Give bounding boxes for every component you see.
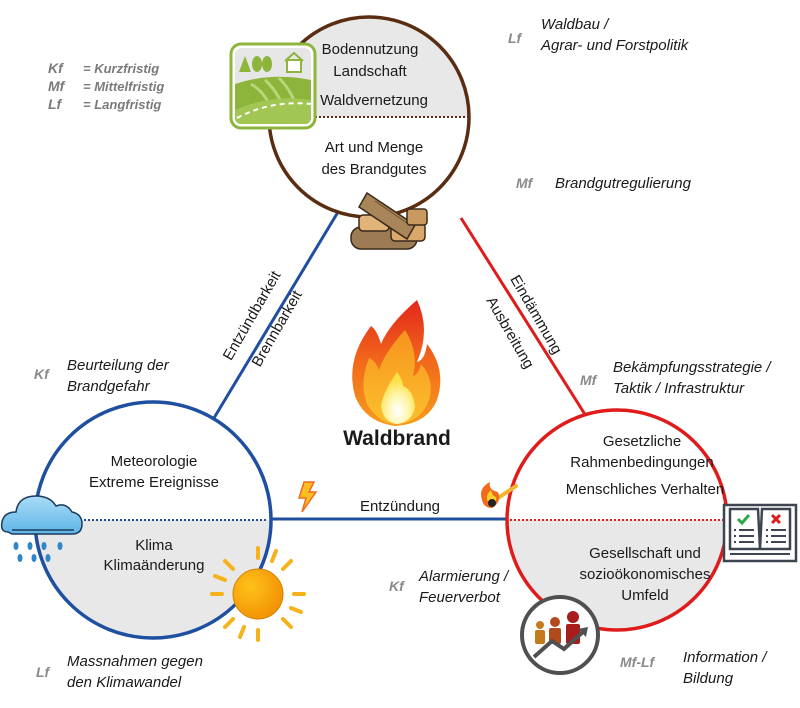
- node-weather-upper-line: Extreme Ereignisse: [89, 474, 219, 491]
- measure-line: den Klimawandel: [67, 674, 182, 691]
- measure-line: Brandgutregulierung: [555, 175, 692, 192]
- measure-klimawandel: Lf Massnahmen gegen den Klimawandel: [36, 653, 203, 691]
- firewood-icon: [350, 191, 428, 250]
- node-fuel-lower-line: Art und Menge: [325, 139, 423, 156]
- measure-brandgut: Mf Brandgutregulierung: [516, 175, 692, 192]
- measure-line: Feuerverbot: [419, 589, 501, 606]
- legend-code: Mf: [48, 78, 66, 94]
- measure-line: Massnahmen gegen: [67, 653, 203, 670]
- node-fuel-upper-extra: Waldvernetzung: [320, 92, 428, 109]
- measure-line: Brandgefahr: [67, 378, 151, 395]
- measure-line: Alarmierung /: [418, 568, 510, 585]
- measure-waldbau: Lf Waldbau / Agrar- und Forstpolitik: [508, 16, 690, 54]
- measure-beurteilung: Kf Beurteilung der Brandgefahr: [34, 357, 170, 395]
- burning-match-icon: [481, 482, 518, 508]
- measure-term-tag: Mf-Lf: [620, 654, 656, 670]
- measure-line: Bekämpfungsstrategie /: [613, 359, 772, 376]
- rulebook-icon: [722, 503, 798, 563]
- flame-icon: [352, 300, 441, 426]
- legend: Kf = Kurzfristig Mf = Mittelfristig Lf =…: [48, 60, 164, 112]
- node-society-lower-line: Gesellschaft und: [589, 545, 701, 562]
- legend-meaning: = Mittelfristig: [83, 79, 164, 94]
- node-society-upper-extra: Menschliches Verhalten: [566, 481, 724, 498]
- node-fuel-upper-line: Bodennutzung: [322, 41, 419, 58]
- node-weather-lower-line: Klima: [135, 537, 173, 554]
- legend-code: Lf: [48, 96, 63, 112]
- measure-term-tag: Kf: [34, 366, 50, 382]
- node-weather-upper-line: Meteorologie: [111, 453, 198, 470]
- measure-bekaempfung: Mf Bekämpfungsstrategie / Taktik / Infra…: [580, 359, 772, 397]
- rain-cloud-icon: [0, 495, 83, 562]
- legend-meaning: = Langfristig: [83, 97, 161, 112]
- legend-meaning: = Kurzfristig: [83, 61, 159, 76]
- measure-line: Bildung: [683, 670, 734, 687]
- population-growth-icon: [520, 595, 600, 675]
- measure-alarmierung: Kf Alarmierung / Feuerverbot: [389, 568, 510, 606]
- lightning-icon: [297, 481, 318, 513]
- edge-top-right: [459, 217, 588, 417]
- node-fuel-lower-line: des Brandgutes: [321, 161, 426, 178]
- node-weather-lower-line: Klimaänderung: [104, 557, 205, 574]
- measure-term-tag: Lf: [36, 664, 51, 680]
- measure-line: Beurteilung der: [67, 357, 170, 374]
- measure-line: Waldbau /: [541, 16, 610, 33]
- sun-icon: [210, 546, 306, 642]
- node-society: Gesetzliche Rahmenbedingungen Menschlich…: [505, 408, 729, 632]
- landscape-icon: [229, 42, 317, 130]
- measure-line: Taktik / Infrastruktur: [613, 380, 745, 397]
- node-fuel-upper-line: Landschaft: [333, 63, 407, 80]
- measure-term-tag: Mf: [516, 175, 534, 191]
- node-society-upper-line: Gesetzliche: [603, 433, 681, 450]
- node-society-lower-line: Umfeld: [621, 587, 669, 604]
- node-society-upper-line: Rahmenbedingungen: [570, 454, 713, 471]
- edges: [212, 211, 588, 521]
- measure-term-tag: Kf: [389, 578, 405, 594]
- edge-left-top: [212, 211, 340, 419]
- measure-term-tag: Lf: [508, 30, 523, 46]
- edge-label-ignition: Entzündung: [360, 498, 440, 515]
- legend-code: Kf: [48, 60, 64, 76]
- node-society-lower-line: sozioökonomisches: [580, 566, 711, 583]
- measure-term-tag: Mf: [580, 372, 598, 388]
- diagram-title: Waldbrand: [343, 427, 451, 450]
- measure-information: Mf-Lf Information / Bildung: [620, 649, 768, 687]
- measure-line: Information /: [683, 649, 768, 666]
- measure-line: Agrar- und Forstpolitik: [540, 37, 690, 54]
